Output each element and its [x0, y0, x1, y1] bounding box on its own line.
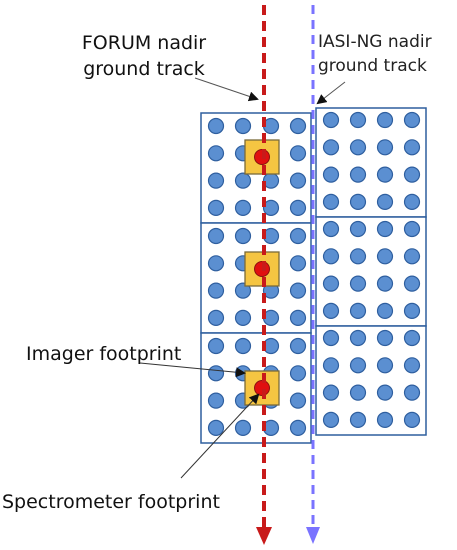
iasi-pixel: [376, 193, 394, 210]
forum-track-label-line2: ground track: [83, 58, 205, 80]
imager-pixel: [207, 117, 225, 135]
iasi-pixel: [376, 357, 394, 374]
iasi-pixel: [349, 329, 367, 347]
imager-pixel: [289, 337, 307, 355]
imager-pixel: [289, 255, 307, 272]
iasi-track-label-line1: IASI-NG nadir: [318, 32, 432, 52]
imager-pixel: [207, 419, 225, 436]
iasi-pixel: [403, 111, 421, 129]
iasi-pixel: [322, 139, 340, 156]
imager-pixel: [207, 365, 225, 382]
iasi-pixel: [349, 220, 367, 238]
iasi-pixel: [376, 220, 394, 238]
iasi-pixel: [322, 111, 340, 129]
imager-pixel: [207, 145, 225, 162]
iasi-pixel: [403, 275, 421, 292]
iasi-pixel: [403, 166, 421, 183]
ground-tracks: [256, 5, 320, 545]
imager-pixel: [289, 309, 307, 326]
iasi-track-label: IASI-NG nadir ground track: [318, 30, 457, 78]
iasi-pixel: [349, 302, 367, 319]
iasi-pixel: [322, 275, 340, 292]
imager-pixel: [234, 117, 252, 135]
imager-pixel: [207, 282, 225, 299]
imager-pixel: [289, 365, 307, 382]
spectrometer-footprint-label: Spectrometer footprint: [2, 491, 220, 513]
iasi-pixel: [349, 275, 367, 292]
iasi-pixel: [322, 329, 340, 347]
imager-pixel: [234, 337, 252, 355]
imager-pixel: [234, 309, 252, 326]
iasi-pixel: [403, 302, 421, 319]
iasi-pixel: [322, 248, 340, 265]
iasi-pixel: [322, 302, 340, 319]
iasi-pixel: [403, 329, 421, 347]
forum-track-label-line1: FORUM nadir: [81, 32, 207, 54]
imager-pixel: [289, 419, 307, 436]
imager-pixel: [289, 145, 307, 162]
iasi-pixel: [322, 193, 340, 210]
imager-pixel: [234, 199, 252, 216]
imager-pixel: [289, 227, 307, 245]
pointer-arrows: [139, 77, 346, 479]
iasi-label-pointer: [316, 81, 346, 105]
imager-pixel: [234, 172, 252, 189]
imager-pixel: [234, 227, 252, 245]
imager-pixel: [207, 172, 225, 189]
imager-pixel: [207, 255, 225, 272]
iasi-pixel: [403, 139, 421, 156]
iasi-pixel: [322, 384, 340, 401]
iasi-pixel: [403, 411, 421, 428]
iasi-pixel: [322, 166, 340, 183]
iasi-pixel: [403, 384, 421, 401]
imager-footprint-label: Imager footprint: [26, 343, 182, 365]
iasi-pixel: [322, 220, 340, 238]
imager-pixel: [207, 337, 225, 355]
imager-pixel: [289, 282, 307, 299]
iasi-pixel: [376, 166, 394, 183]
iasi-pixel: [349, 111, 367, 129]
iasi-pixel: [376, 329, 394, 347]
imager-pixel: [289, 117, 307, 135]
iasi-pixel: [322, 357, 340, 374]
forum-track-arrowhead: [256, 527, 272, 545]
iasi-pixel: [376, 111, 394, 129]
imager-label-pointer: [139, 362, 246, 378]
iasi-pixel: [376, 139, 394, 156]
imager-pixel: [289, 392, 307, 409]
iasi-pixel: [349, 357, 367, 374]
iasi-grid: [315, 107, 427, 436]
imager-pixel: [289, 199, 307, 216]
imager-pixel: [207, 199, 225, 216]
imager-pixel: [289, 172, 307, 189]
iasi-pixel: [349, 248, 367, 265]
iasi-pixel: [376, 302, 394, 319]
forum-label-pointer: [194, 77, 259, 102]
iasi-pixel: [403, 220, 421, 238]
spectrometer-label-pointer: [180, 393, 260, 479]
iasi-pixel: [403, 193, 421, 210]
forum-track-label: FORUM nadir ground track: [54, 30, 234, 82]
iasi-pixel: [376, 275, 394, 292]
imager-pixel: [262, 199, 280, 216]
imager-pixel: [207, 309, 225, 326]
iasi-pixel: [376, 411, 394, 428]
iasi-track-arrowhead: [306, 527, 320, 544]
iasi-pixel: [349, 166, 367, 183]
iasi-pixel: [349, 193, 367, 210]
iasi-pixel: [349, 139, 367, 156]
imager-pixel: [234, 282, 252, 299]
imager-pixel: [234, 419, 252, 436]
imager-pixel: [207, 392, 225, 409]
iasi-pixel: [322, 411, 340, 428]
iasi-track-label-line2: ground track: [318, 56, 427, 76]
iasi-pixel: [403, 248, 421, 265]
iasi-pixel: [376, 384, 394, 401]
iasi-pixel: [349, 384, 367, 401]
iasi-pixel: [403, 357, 421, 374]
iasi-pixel: [349, 411, 367, 428]
imager-pixel: [207, 227, 225, 245]
iasi-pixel: [376, 248, 394, 265]
